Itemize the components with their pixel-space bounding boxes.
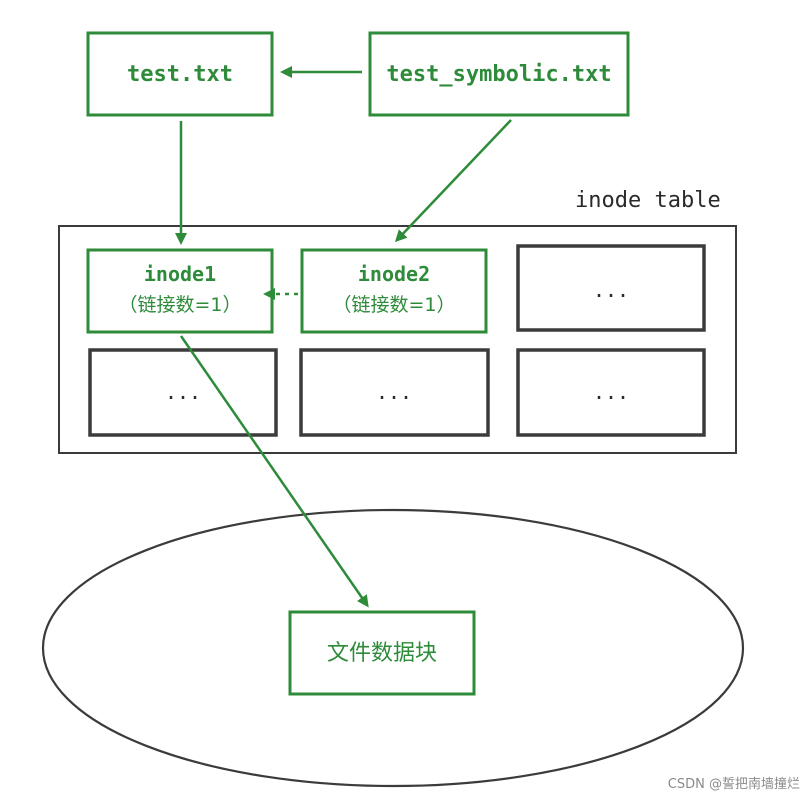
inode2-box: inode2 （链接数=1） [300, 248, 488, 334]
test-txt-label: test.txt [127, 62, 233, 87]
inode1-box: inode1 （链接数=1） [86, 248, 274, 334]
inode1-links: （链接数=1） [118, 294, 241, 316]
arrow-symlink-to-inode2 [394, 119, 512, 243]
inode-cell-r1c3-text: ... [593, 278, 629, 302]
inode-cell-r2c2-text: ... [376, 380, 412, 404]
inode-cell-r2c2: ... [299, 348, 490, 437]
inode2-name: inode2 [358, 262, 430, 286]
inode-cell-r2c3: ... [516, 348, 706, 437]
inode-cell-r2c3-text: ... [593, 380, 629, 404]
storage-ellipse [41, 508, 745, 788]
data-block-label: 文件数据块 [327, 641, 437, 666]
inode-table-label: inode table [575, 188, 721, 213]
inode2-links: （链接数=1） [332, 294, 455, 316]
arrow-inode1-to-datablock [179, 335, 369, 608]
test-txt-box: test.txt [86, 31, 274, 117]
inode-cell-r2c1: ... [88, 348, 278, 437]
inode-cell-r2c1-text: ... [165, 380, 201, 404]
inode1-name: inode1 [144, 262, 216, 286]
watermark: CSDN @誓把南墙撞烂 [667, 777, 800, 792]
data-block-box: 文件数据块 [288, 610, 476, 696]
inode-table-frame [58, 225, 737, 454]
inode-cell-r1c3: ... [516, 244, 706, 332]
test-symbolic-label: test_symbolic.txt [386, 62, 611, 87]
test-symbolic-box: test_symbolic.txt [368, 31, 630, 117]
